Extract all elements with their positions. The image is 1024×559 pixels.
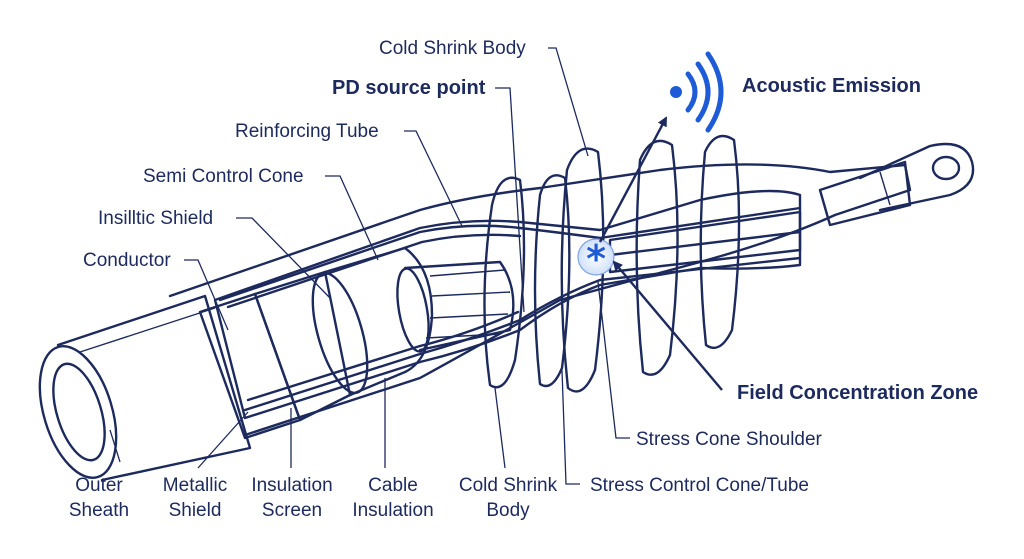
label-semi-control-cone: Semi Control Cone <box>143 166 304 187</box>
label-reinforcing-tube: Reinforcing Tube <box>235 121 379 142</box>
label-insulation-screen-2: Screen <box>262 500 322 521</box>
cutaway-interior <box>198 189 802 440</box>
label-metallic-shield-1: Metallic <box>163 475 227 496</box>
label-stress-cone-shoulder: Stress Cone Shoulder <box>636 429 823 450</box>
label-cable-insulation-1: Cable <box>368 475 418 496</box>
labels: Cold Shrink Body PD source point Acousti… <box>69 38 978 521</box>
label-cable-insulation-2: Insulation <box>352 500 433 521</box>
field-concentration-arrow <box>612 260 723 391</box>
label-outer-sheath-2: Sheath <box>69 500 129 521</box>
label-cold-shrink-body-bottom-1: Cold Shrink <box>459 475 558 496</box>
cable-lug <box>818 142 975 227</box>
label-outer-sheath-1: Outer <box>75 475 123 496</box>
label-insilltic-shield: Insilltic Shield <box>98 208 213 229</box>
acoustic-emission-arrow <box>598 116 668 243</box>
label-cold-shrink-body-bottom-2: Body <box>486 500 530 521</box>
asterisk-icon: * <box>586 237 606 281</box>
cold-shrink-body <box>168 134 912 437</box>
label-field-concentration-zone: Field Concentration Zone <box>737 382 978 404</box>
label-metallic-shield-2: Shield <box>169 500 222 521</box>
label-stress-control-cone-tube: Stress Control Cone/Tube <box>590 475 809 496</box>
wifi-signal-icon <box>670 51 724 133</box>
leader-lines <box>109 47 630 485</box>
label-cold-shrink-body-top: Cold Shrink Body <box>379 38 526 59</box>
label-acoustic-emission: Acoustic Emission <box>742 75 921 97</box>
outer-sheath <box>38 294 252 482</box>
label-pd-source-point: PD source point <box>332 77 486 99</box>
label-conductor: Conductor <box>83 250 171 271</box>
label-insulation-screen-1: Insulation <box>251 475 332 496</box>
pd-source-marker: * <box>577 237 615 281</box>
